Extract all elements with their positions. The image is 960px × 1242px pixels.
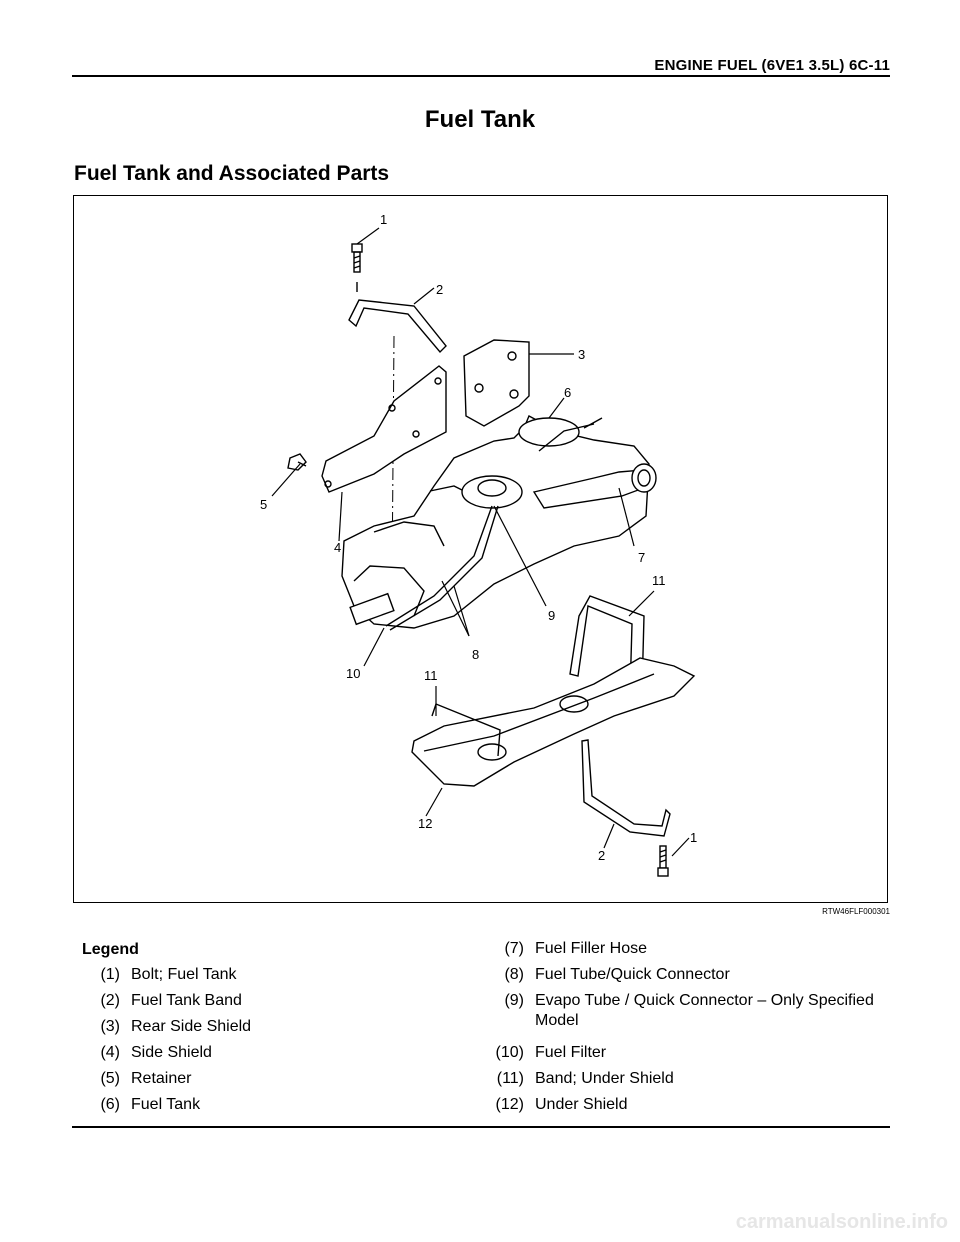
legend-number: (6) bbox=[100, 1096, 120, 1113]
callout-2-top: 2 bbox=[436, 282, 443, 297]
legend-number: (9) bbox=[504, 992, 524, 1009]
callout-4: 4 bbox=[334, 540, 341, 555]
page-title: Fuel Tank bbox=[424, 106, 536, 133]
legend-text: Fuel Filler Hose bbox=[535, 940, 648, 957]
legend-number: (2) bbox=[100, 992, 120, 1009]
callout-3: 3 bbox=[578, 347, 585, 362]
legend-item: (9) Evapo Tube / Quick Connector – Only … bbox=[472, 991, 892, 1033]
callout-12: 12 bbox=[418, 816, 432, 831]
legend-text: Band; Under Shield bbox=[535, 1070, 674, 1087]
legend-text: Side Shield bbox=[131, 1044, 212, 1061]
callout-2-bottom: 2 bbox=[598, 848, 605, 863]
section-title: Fuel Tank and Associated Parts bbox=[74, 162, 390, 185]
evapo-tube bbox=[538, 423, 595, 452]
legend-text: Fuel Tube/Quick Connector bbox=[535, 966, 730, 983]
legend-number: (1) bbox=[100, 966, 120, 983]
legend-text: Fuel Tank bbox=[131, 1096, 201, 1113]
callout-9: 9 bbox=[548, 608, 555, 623]
legend-text-continued: Model bbox=[535, 1012, 579, 1029]
callout-1-bottom: 1 bbox=[690, 830, 697, 845]
callout-11-right: 11 bbox=[652, 573, 666, 588]
side-shield bbox=[321, 365, 447, 493]
callout-1-top: 1 bbox=[380, 212, 387, 227]
legend-number: (10) bbox=[495, 1044, 524, 1061]
legend-number: (5) bbox=[100, 1070, 120, 1087]
legend-text: Rear Side Shield bbox=[131, 1018, 252, 1035]
legend-text: Retainer bbox=[131, 1070, 192, 1087]
under-shield bbox=[411, 657, 696, 787]
fuel-tank-band-top bbox=[348, 299, 447, 354]
callout-7: 7 bbox=[638, 550, 645, 565]
fuel-filter bbox=[349, 592, 395, 626]
legend-title: Legend bbox=[82, 941, 139, 958]
footer-rule bbox=[72, 1126, 890, 1128]
retainer bbox=[287, 453, 307, 471]
legend-text: Evapo Tube / Quick Connector – Only Spec… bbox=[535, 992, 874, 1009]
legend-number: (8) bbox=[504, 966, 524, 983]
under-shield-band-left bbox=[431, 703, 501, 757]
exploded-diagram: 1 2 3 6 5 4 7 11 9 8 10 11 12 2 1 bbox=[73, 195, 888, 903]
legend-number: (7) bbox=[504, 940, 524, 957]
fuel-tank bbox=[341, 427, 650, 629]
fuel-tank-illustration: 1 2 3 6 5 4 7 11 9 8 10 11 12 2 1 bbox=[260, 212, 697, 877]
legend-number: (12) bbox=[495, 1096, 524, 1113]
bolt-bottom bbox=[657, 845, 669, 877]
callout-11-left: 11 bbox=[424, 668, 438, 683]
legend-text: Under Shield bbox=[535, 1096, 628, 1113]
callout-10: 10 bbox=[346, 666, 360, 681]
callout-5: 5 bbox=[260, 497, 267, 512]
legend-number: (4) bbox=[100, 1044, 120, 1061]
callout-6: 6 bbox=[564, 385, 571, 400]
fuel-tank-band-bottom bbox=[581, 739, 671, 837]
legend-text: Fuel Filter bbox=[535, 1044, 607, 1061]
fuel-tube bbox=[385, 505, 493, 627]
legend-number: (11) bbox=[496, 1070, 524, 1087]
legend-number: (3) bbox=[100, 1018, 120, 1035]
bolt-top bbox=[351, 243, 363, 292]
running-header: ENGINE FUEL (6VE1 3.5L) 6C-11 bbox=[654, 57, 890, 74]
legend-text: Fuel Tank Band bbox=[131, 992, 242, 1009]
legend-text: Bolt; Fuel Tank bbox=[131, 966, 237, 983]
watermark: carmanualsonline.info bbox=[735, 1211, 948, 1233]
rear-side-shield bbox=[463, 339, 530, 427]
figure-id: RTW46FLF000301 bbox=[822, 907, 890, 916]
callout-8: 8 bbox=[472, 647, 479, 662]
under-shield-band-right bbox=[569, 595, 645, 695]
header-rule bbox=[72, 75, 890, 77]
